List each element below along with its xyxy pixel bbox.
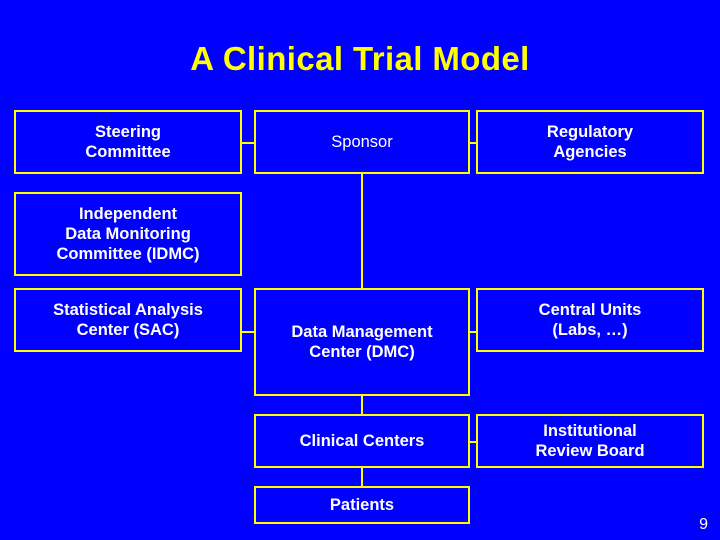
page-number: 9 xyxy=(699,516,708,533)
connector-dmc-to-central-units xyxy=(468,331,478,333)
node-label: Sponsor xyxy=(331,132,393,151)
connector-sac-to-dmc xyxy=(240,331,256,333)
connector-steering-to-sponsor xyxy=(242,142,256,144)
node-label: Clinical Centers xyxy=(299,431,425,450)
node-label: Patients xyxy=(329,495,395,514)
connector-sponsor-to-dmc xyxy=(361,173,363,289)
node-clinical-centers: Clinical Centers xyxy=(254,414,470,468)
connector-clinical-to-patients xyxy=(361,466,363,487)
node-sponsor: Sponsor xyxy=(254,110,470,174)
node-label: Central Units(Labs, …) xyxy=(538,300,642,339)
connector-dmc-to-clinical-centers xyxy=(361,394,363,415)
node-patients: Patients xyxy=(254,486,470,524)
connector-sponsor-to-regulatory xyxy=(468,142,478,144)
node-central-units: Central Units(Labs, …) xyxy=(476,288,704,352)
page-title: A Clinical Trial Model xyxy=(190,40,530,77)
connector-clinical-to-irb xyxy=(468,441,478,443)
